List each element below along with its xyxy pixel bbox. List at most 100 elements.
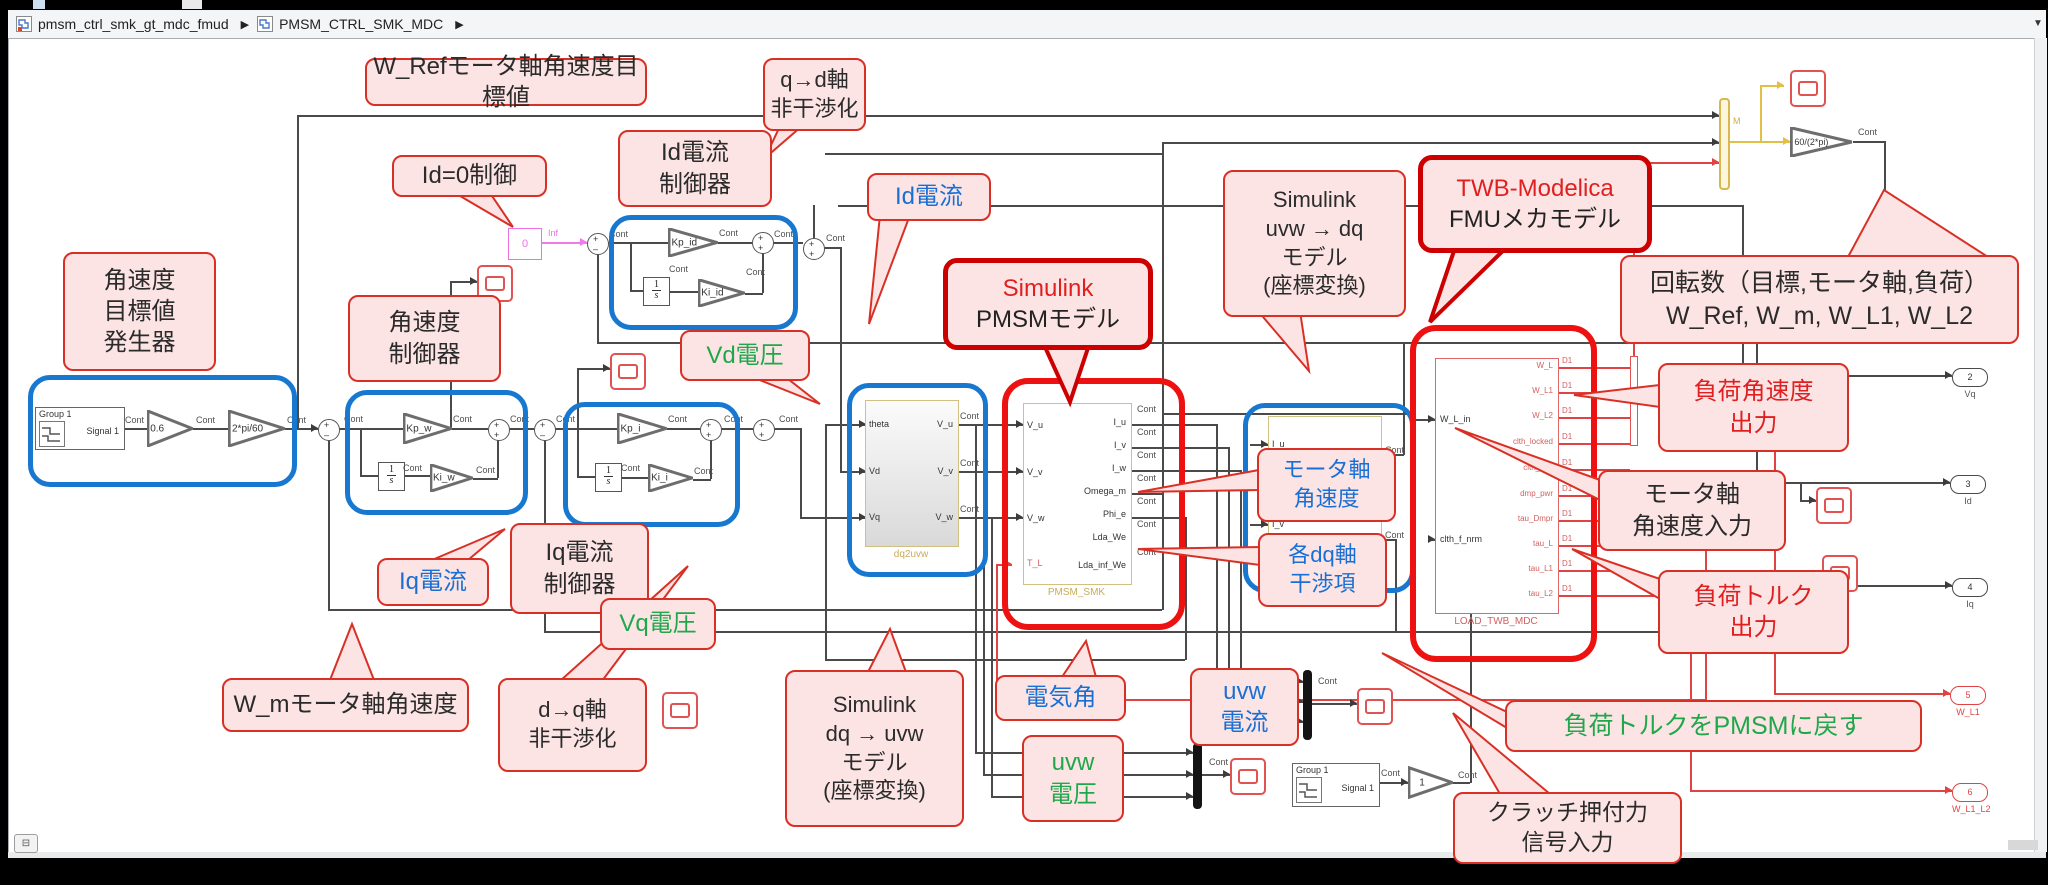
sum-block[interactable]: ++ <box>488 419 510 441</box>
gain-block-2pi60[interactable]: 2*pi/60 <box>228 410 285 447</box>
signal-label-cont: Cont <box>1385 530 1405 540</box>
signal-label-cont: Cont <box>694 466 714 476</box>
callout-id-current[interactable]: Id電流 <box>867 173 991 221</box>
callout-line: PMSMモデル <box>976 306 1120 333</box>
wire <box>123 428 147 430</box>
toolstrip-remnant <box>182 0 202 9</box>
block-name: PMSM_SMK <box>1047 587 1106 598</box>
signal-builder-block[interactable]: Group 1 Signal 1 <box>1292 763 1380 807</box>
callout-dq2uvw-model[interactable]: Simulink dq → uvw モデル (座標変換) <box>785 670 964 827</box>
sum-block[interactable]: ++ <box>752 232 774 254</box>
callout-motor-speed-input[interactable]: モータ軸 角速度入力 <box>1598 470 1786 551</box>
pmsm-block[interactable] <box>1023 403 1132 585</box>
wire <box>983 471 985 775</box>
gain-block-0p6[interactable]: 0.6 <box>147 410 193 447</box>
gain-block-ki-i[interactable]: Ki_i <box>648 464 693 492</box>
callout-vq-voltage[interactable]: Vq電圧 <box>600 598 716 650</box>
wire <box>540 242 587 244</box>
sum-sign: – <box>540 430 546 440</box>
port-label: V_v <box>937 466 953 476</box>
outport-label: Vq <box>1964 389 1976 399</box>
arrowhead <box>1016 513 1027 521</box>
wire <box>1756 482 1950 484</box>
port-tag-d1: D1 <box>1562 559 1573 568</box>
sum-block[interactable]: +– <box>534 419 556 441</box>
gain-block-ki-id[interactable]: Ki_id <box>698 279 745 307</box>
mux-block[interactable] <box>1193 743 1202 809</box>
callout-id-controller[interactable]: Id電流 制御器 <box>618 130 772 207</box>
sum-block[interactable]: ++ <box>700 419 722 441</box>
breadcrumb-label: pmsm_ctrl_smk_gt_mdc_fmud <box>38 16 229 32</box>
scope-block[interactable] <box>477 265 513 302</box>
mux-block-yellow[interactable] <box>1719 98 1730 190</box>
scope-block[interactable] <box>1790 70 1826 107</box>
gain-label: Ki_id <box>701 287 724 299</box>
callout-load-speed-output[interactable]: 負荷角速度 出力 <box>1658 363 1849 452</box>
scope-block[interactable] <box>610 353 646 390</box>
callout-qd-decouple[interactable]: q→d軸 非干渉化 <box>763 58 866 131</box>
gain-block-60-2pi[interactable]: 60/(2*pi) <box>1790 127 1853 157</box>
callout-speed-target-generator[interactable]: 角速度 目標値 発生器 <box>63 252 216 371</box>
gain-label: Ki_i <box>651 472 668 484</box>
callout-vd-voltage[interactable]: Vd電圧 <box>680 330 810 381</box>
scope-icon <box>485 276 505 291</box>
constant-value: 0 <box>521 238 529 250</box>
callout-uvw-voltage[interactable]: uvw 電圧 <box>1022 735 1124 822</box>
scope-block[interactable] <box>1816 487 1852 524</box>
outport-id[interactable]: 3 Id <box>1950 475 1986 506</box>
callout-dq-decouple[interactable]: d→q軸 非干渉化 <box>498 678 647 772</box>
hide-panel-button[interactable]: ⊟ <box>14 834 38 853</box>
outport-w-l1[interactable]: 5 W_L1 <box>1950 686 1986 717</box>
callout-pmsm-model[interactable]: Simulink PMSMモデル <box>943 258 1153 350</box>
mux-block[interactable] <box>1303 670 1312 740</box>
vertical-scrollbar[interactable] <box>2034 38 2047 852</box>
outport-vq[interactable]: 2 Vq <box>1952 368 1988 399</box>
scrollbar-thumb[interactable] <box>2008 840 2038 850</box>
callout-motor-shaft-speed[interactable]: モータ軸 角速度 <box>1257 448 1396 522</box>
wire <box>297 115 1719 117</box>
sum-block[interactable]: ++ <box>803 238 825 260</box>
gain-block-kp-id[interactable]: Kp_id <box>668 228 718 257</box>
sum-block[interactable]: +– <box>587 233 609 255</box>
outport-iq[interactable]: 4 Iq <box>1952 578 1988 609</box>
callout-speed-controller[interactable]: 角速度 制御器 <box>348 295 501 382</box>
sum-block[interactable]: +– <box>318 419 340 441</box>
wire <box>1250 444 1268 446</box>
scope-block[interactable] <box>662 692 698 729</box>
gain-block-kp-i[interactable]: Kp_i <box>617 413 667 444</box>
callout-twb-modelica[interactable]: TWB-Modelica FMUメカモデル <box>1418 155 1652 253</box>
signal-builder-block[interactable]: Group 1 Signal 1 <box>35 407 125 450</box>
callout-uvw-current[interactable]: uvw 電流 <box>1190 668 1299 746</box>
scope-block[interactable] <box>1230 758 1266 795</box>
bus-selector-bar[interactable] <box>1630 356 1638 446</box>
callout-uvw2dq-model[interactable]: Simulink uvw → dq モデル (座標変換) <box>1223 170 1406 317</box>
wire <box>840 247 842 472</box>
breadcrumb-item-subsystem[interactable]: PMSM_CTRL_SMK_MDC ▶ <box>257 16 464 32</box>
callout-clutch-force-input[interactable]: クラッチ押付力 信号入力 <box>1453 792 1682 864</box>
outport-w-l1-l2[interactable]: 6 W_L1_L2 <box>1952 783 1991 814</box>
callout-rotation-speeds[interactable]: 回転数（目標,モータ軸,負荷） W_Ref, W_m, W_L1, W_L2 <box>1620 255 2019 344</box>
scope-block[interactable] <box>1357 688 1393 725</box>
highlight-fmu-model <box>1410 325 1597 662</box>
gain-block-1[interactable]: 1 <box>1408 766 1453 799</box>
callout-iq-current[interactable]: Iq電流 <box>377 558 489 606</box>
sum-block[interactable]: ++ <box>753 419 775 441</box>
callout-torque-return[interactable]: 負荷トルクをPMSMに戻す <box>1505 700 1922 752</box>
callout-dq-interference[interactable]: 各dq軸 干渉項 <box>1258 533 1387 607</box>
callout-w-m[interactable]: W_mモータ軸角速度 <box>222 678 469 732</box>
gain-block-ki-w[interactable]: Ki_w <box>430 464 473 492</box>
wire <box>473 478 498 480</box>
gain-block-kp-w[interactable]: Kp_w <box>403 413 452 444</box>
breadcrumb-dropdown-icon[interactable]: ▼ <box>2033 18 2043 29</box>
dq2uvw-block[interactable] <box>865 400 959 547</box>
signal-label-cont: Cont <box>960 504 980 514</box>
callout-elec-angle[interactable]: 電気角 <box>995 675 1126 721</box>
callout-w-ref[interactable]: W_Refモータ軸角速度目標値 <box>365 53 647 111</box>
breadcrumb-item-root[interactable]: pmsm_ctrl_smk_gt_mdc_fmud ▶ <box>16 16 249 32</box>
constant-zero-block[interactable]: 0 <box>508 228 542 260</box>
callout-load-torque-output[interactable]: 負荷トルク 出力 <box>1658 570 1849 654</box>
callout-id-zero[interactable]: Id=0制御 <box>392 155 547 197</box>
